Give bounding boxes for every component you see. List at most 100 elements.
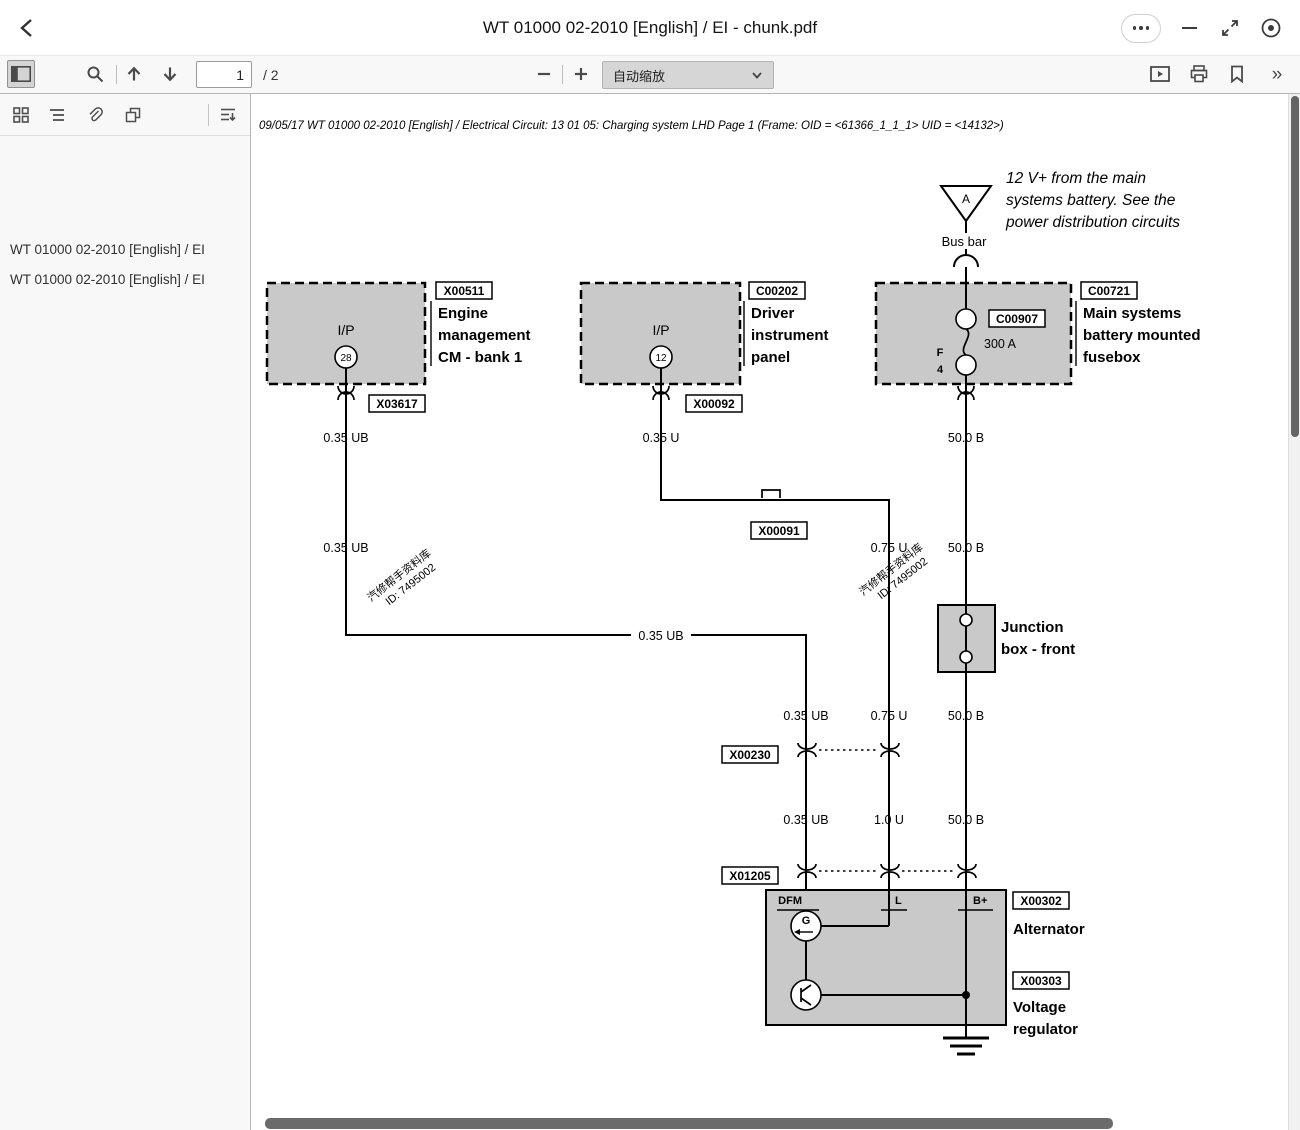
connector-id: X00303: [1020, 974, 1062, 988]
svg-text:Engine: Engine: [438, 305, 488, 322]
sidebar-separator: [208, 104, 209, 126]
float-window-button[interactable]: [1258, 14, 1284, 42]
double-chevron-icon: »: [1271, 63, 1283, 85]
paperclip-icon: [89, 107, 103, 122]
locate-outline-icon: [221, 108, 236, 122]
next-page-button[interactable]: [156, 60, 184, 88]
connector-id: C00721: [1088, 284, 1130, 298]
resize-arrows-icon: [1222, 20, 1238, 36]
svg-text:instrument: instrument: [751, 327, 829, 344]
circle-dot-icon: [1261, 18, 1281, 38]
chevron-down-icon: [751, 69, 763, 81]
engine-cm: I/P 28 X00511 Engine management CM - ban…: [334, 281, 531, 413]
connector-id: X00302: [1020, 894, 1062, 908]
fuse-position: 4: [937, 364, 944, 376]
layers-icon: [125, 107, 141, 123]
vertical-scrollbar[interactable]: [1288, 94, 1300, 1130]
presentation-icon: [1150, 66, 1170, 82]
pdf-page: 汽修帮手资料库 ID: 7495002 汽修帮手资料库 ID: 7495002 …: [251, 94, 1288, 1130]
svg-text:1.0 U: 1.0 U: [874, 813, 904, 827]
svg-text:50.0 B: 50.0 B: [948, 541, 984, 555]
svg-text:0.35 UB: 0.35 UB: [638, 629, 683, 643]
svg-text:X00230: X00230: [729, 748, 771, 762]
connector-id: C00202: [756, 284, 798, 298]
svg-text:Junction: Junction: [1001, 619, 1064, 636]
connector-id: C00907: [996, 312, 1038, 326]
attachments-view-button[interactable]: [81, 101, 109, 129]
bookmark-icon: [1231, 65, 1243, 83]
svg-text:battery mounted: battery mounted: [1083, 327, 1201, 344]
instrument-panel: I/P 12 C00202 Driver instrument panel X0…: [649, 281, 829, 413]
titlebar: WT 01000 02-2010 [English] / EI - chunk.…: [0, 0, 1300, 56]
svg-text:Driver: Driver: [751, 305, 795, 322]
page-number-input[interactable]: [196, 61, 252, 88]
svg-text:A: A: [962, 192, 970, 206]
wire-u: [660, 368, 890, 890]
previous-page-button[interactable]: [120, 60, 148, 88]
minus-icon: [538, 72, 550, 76]
battery-feed-symbol: A Bus bar: [935, 185, 993, 309]
terminal-label: DFM: [778, 895, 802, 907]
svg-text:50.0 B: 50.0 B: [948, 709, 984, 723]
thumbnails-view-button[interactable]: [7, 101, 35, 129]
minimize-button[interactable]: [1176, 14, 1202, 42]
svg-text:0.35 UB: 0.35 UB: [323, 431, 368, 445]
svg-text:X00091: X00091: [758, 524, 800, 538]
more-options-button[interactable]: [1121, 13, 1161, 43]
svg-text:0.35 UB: 0.35 UB: [783, 709, 828, 723]
search-button[interactable]: [81, 60, 109, 88]
svg-text:Voltage: Voltage: [1013, 999, 1066, 1016]
print-button[interactable]: [1185, 60, 1213, 88]
outline-item[interactable]: WT 01000 02-2010 [English] / EI: [10, 241, 205, 257]
terminal-label: L: [895, 895, 902, 907]
pin-number: 12: [655, 353, 667, 364]
connector-id: X03617: [376, 397, 418, 411]
window-controls: [1121, 13, 1284, 43]
fusebox: F 4 300 A C00907 C00721 Main systems bat…: [937, 281, 1201, 376]
chevron-left-icon: [20, 19, 32, 37]
zoom-in-button[interactable]: [567, 60, 595, 88]
more-tools-button[interactable]: »: [1263, 60, 1291, 88]
svg-text:box - front: box - front: [1001, 641, 1075, 658]
vertical-scrollbar-thumb[interactable]: [1291, 96, 1299, 437]
svg-text:0.35 UB: 0.35 UB: [783, 813, 828, 827]
connector-symbols: [337, 385, 975, 401]
svg-text:management: management: [438, 327, 531, 344]
connector-id: X00511: [444, 284, 485, 298]
connector-id: X00092: [693, 397, 735, 411]
svg-text:I/P: I/P: [652, 322, 669, 338]
alternator: DFM L B+ G: [777, 890, 993, 1011]
zoom-value: 自动缩放: [613, 68, 666, 84]
svg-text:0.75 U: 0.75 U: [871, 709, 908, 723]
watermark: 汽修帮手资料库 ID: 7495002: [364, 546, 438, 608]
outline-item[interactable]: WT 01000 02-2010 [English] / EI: [10, 271, 205, 287]
sidebar: WT 01000 02-2010 [English] / EI WT 01000…: [0, 94, 251, 1130]
fuse-rating: 300 A: [984, 337, 1017, 351]
bookmark-button[interactable]: [1223, 60, 1251, 88]
junction-box-front: Junction box - front: [959, 613, 1075, 664]
zoom-select[interactable]: 自动缩放: [602, 61, 774, 89]
print-icon: [1190, 65, 1208, 83]
restore-window-button[interactable]: [1217, 14, 1243, 42]
sidebar-toolbar: [0, 94, 250, 136]
note-line: systems battery. See the: [1006, 192, 1176, 209]
bus-bar-label: Bus bar: [942, 234, 987, 249]
back-button[interactable]: [14, 14, 42, 42]
wire-labels: 0.35 UB 0.35 U 50.0 B 0.35 UB 0.75 U 50.…: [323, 431, 984, 827]
wiring-diagram: 汽修帮手资料库 ID: 7495002 汽修帮手资料库 ID: 7495002 …: [259, 120, 1201, 1056]
svg-text:X01205: X01205: [729, 869, 771, 883]
current-outline-item-button[interactable]: [214, 101, 242, 129]
connector-x01205: X01205: [721, 863, 977, 885]
sidebar-toggle-button[interactable]: [7, 60, 35, 88]
layers-view-button[interactable]: [119, 101, 147, 129]
connector-x00230: X00230: [721, 742, 900, 764]
svg-text:0.35 UB: 0.35 UB: [323, 541, 368, 555]
zoom-out-button[interactable]: [530, 60, 558, 88]
note-line: power distribution circuits: [1005, 214, 1180, 231]
pdf-toolbar: / 2 自动缩放 »: [0, 56, 1300, 94]
fuse-position: F: [937, 347, 944, 359]
pin-number: 28: [340, 353, 352, 364]
presentation-mode-button[interactable]: [1146, 60, 1174, 88]
outline-view-button[interactable]: [43, 101, 71, 129]
horizontal-scrollbar-thumb[interactable]: [265, 1118, 1113, 1129]
